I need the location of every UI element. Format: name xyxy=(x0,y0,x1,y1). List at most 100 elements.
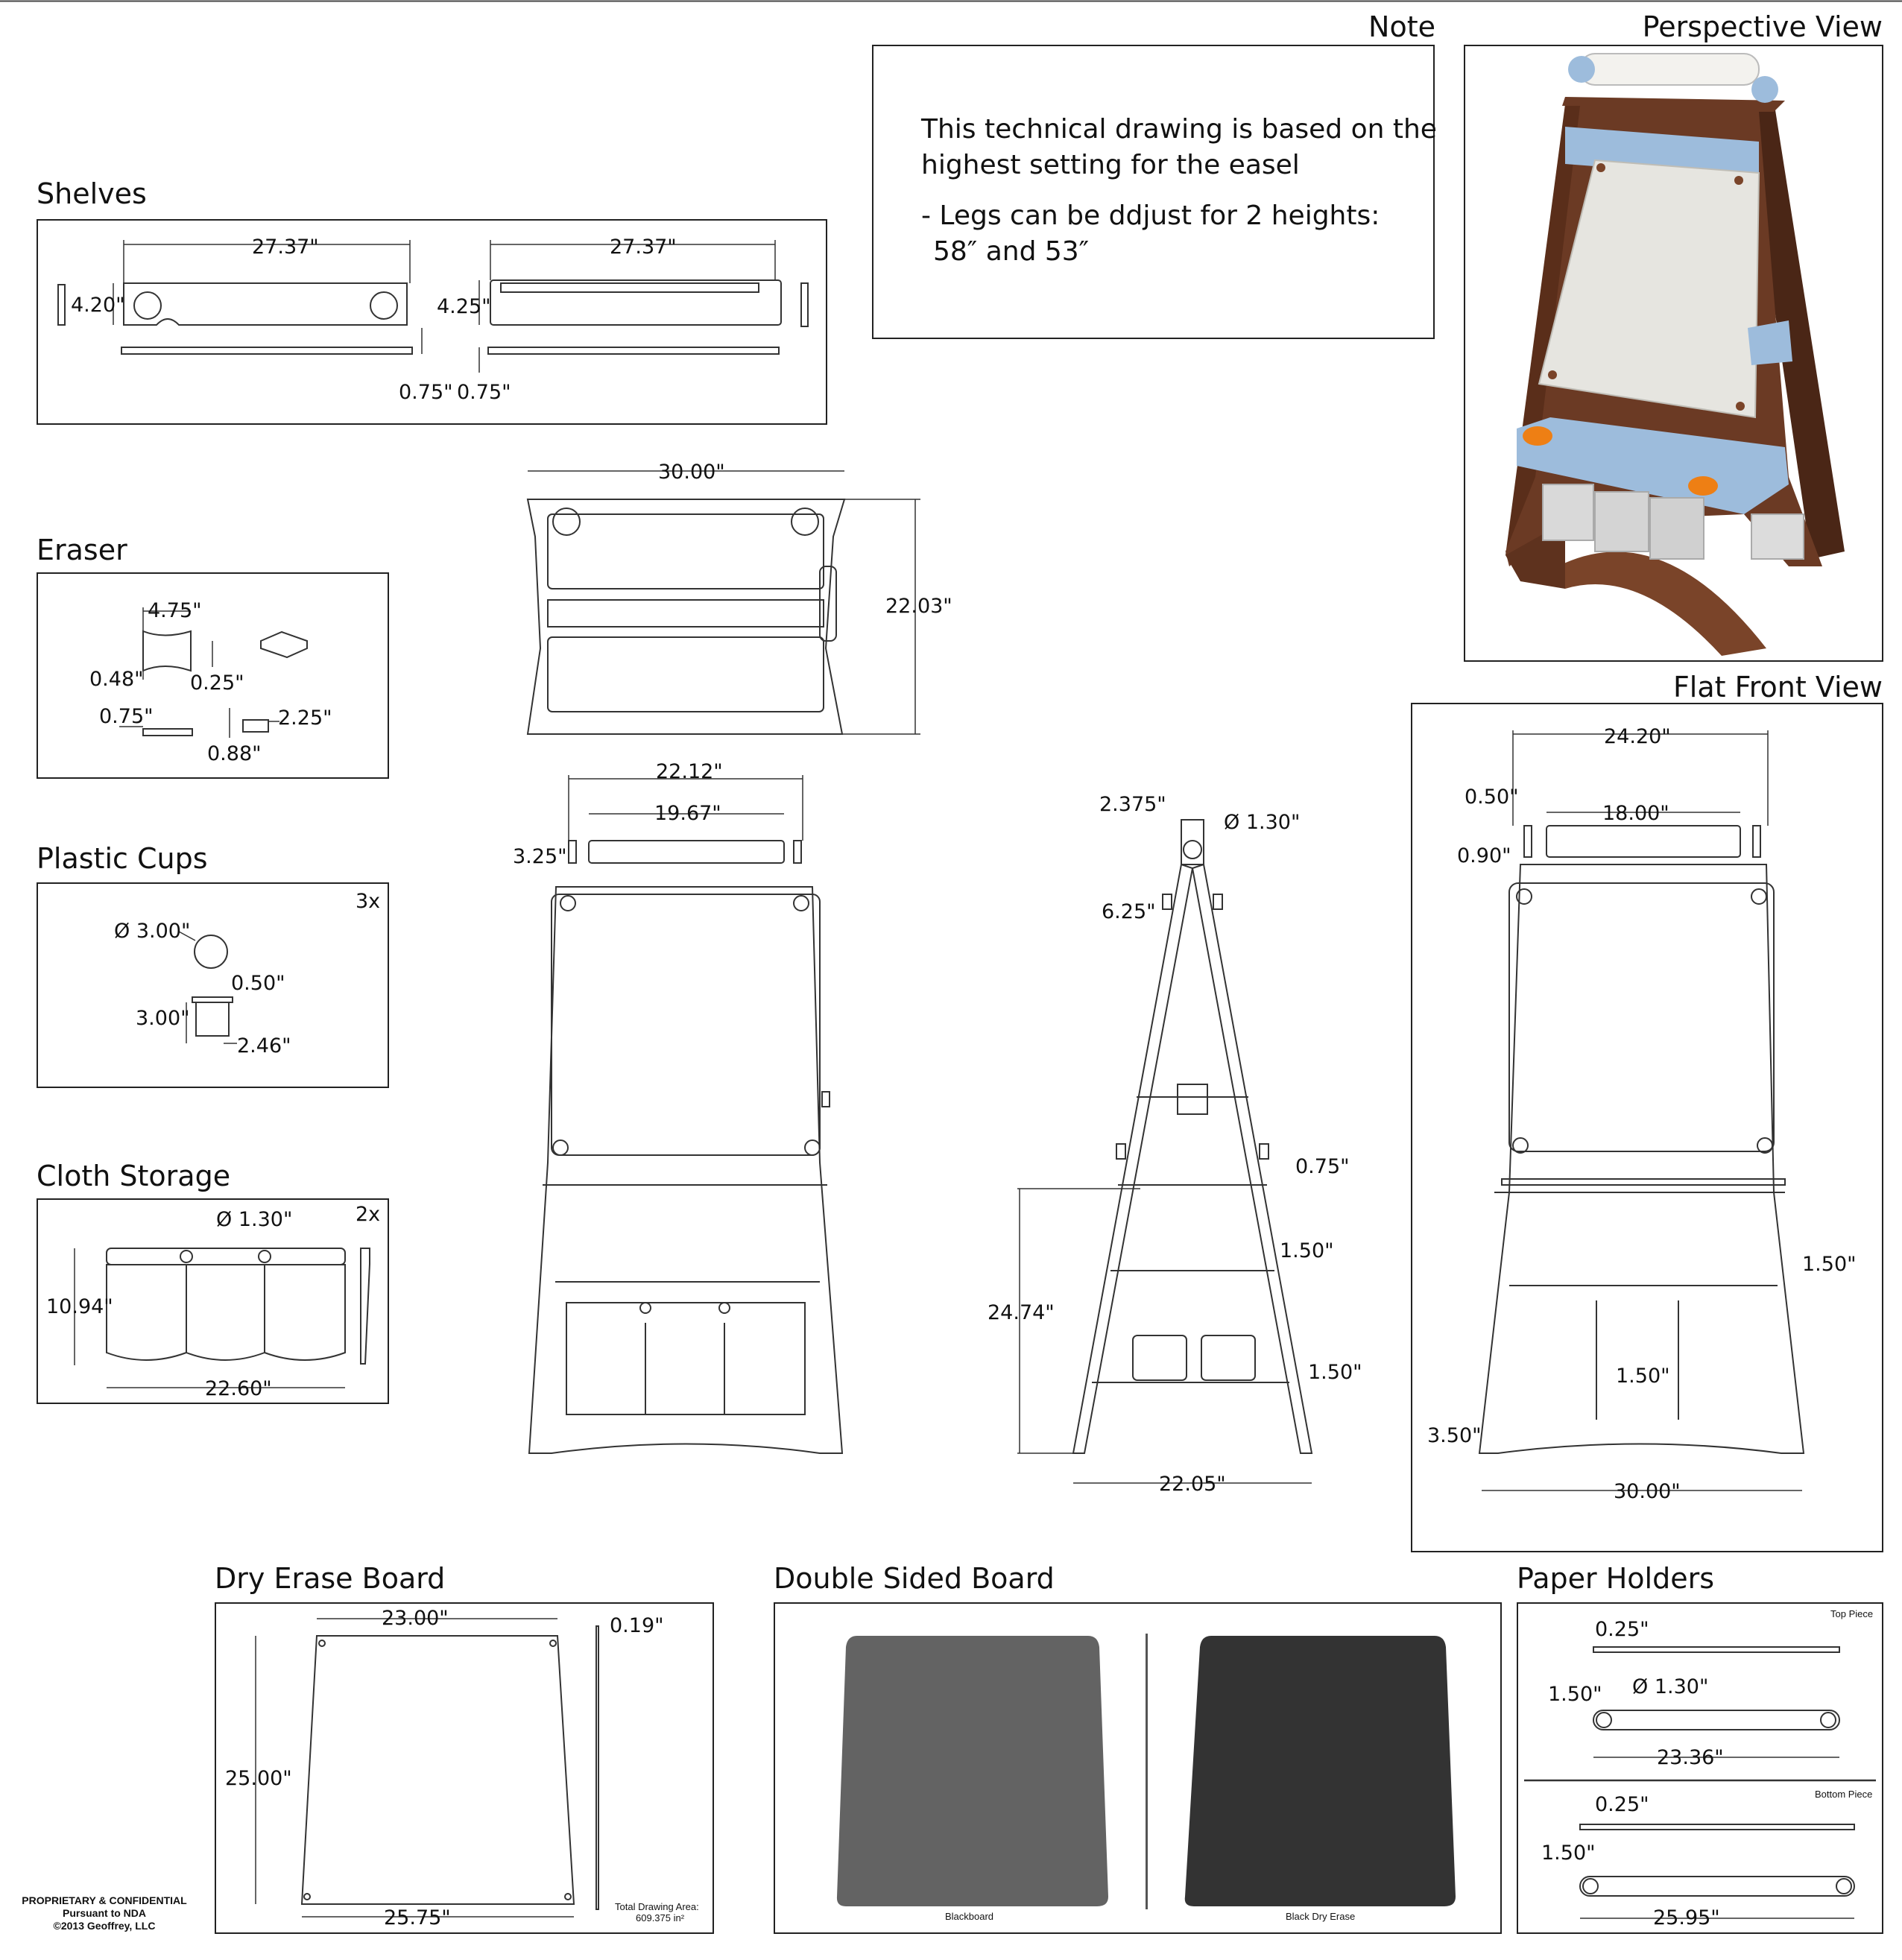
shelf-b-end-piece xyxy=(800,282,809,327)
easel-front-view xyxy=(528,775,844,1454)
shelf-b-outline xyxy=(490,279,782,326)
easel-roll-cap-right xyxy=(1751,76,1778,103)
black-dry-erase-shape xyxy=(1184,1636,1456,1906)
ph-bottom-hole-right xyxy=(1836,1878,1852,1894)
easel-storage-bin-4 xyxy=(1751,513,1804,560)
dim-side-width: 22.05" xyxy=(1159,1473,1226,1496)
easel-board-screw-4 xyxy=(1736,402,1745,411)
shelves-panel xyxy=(37,219,827,425)
dim-de-height: 25.00" xyxy=(225,1767,292,1790)
ff-board xyxy=(1508,882,1775,1152)
double-sided-edge-view xyxy=(1146,1634,1148,1909)
footer-line-3: ©2013 Geoffrey, LLC xyxy=(53,1920,156,1932)
dim-side-hinge: 6.25" xyxy=(1102,900,1156,923)
shelf-a-hole-right xyxy=(370,291,398,320)
cloth-bin-2 xyxy=(186,1264,265,1361)
ff-knob-br xyxy=(1757,1137,1773,1154)
dim-side-b: 1.50" xyxy=(1280,1239,1334,1262)
note-text: This technical drawing is based on the h… xyxy=(921,112,1437,270)
easel-white-board xyxy=(1538,159,1760,419)
dim-cloth-height: 10.94" xyxy=(46,1295,113,1318)
dry-erase-board-outline xyxy=(300,1635,575,1905)
dim-eraser-s2: 2.25" xyxy=(278,706,332,730)
dim-cup-rim: 0.50" xyxy=(231,972,285,995)
cup-body xyxy=(195,1002,230,1037)
dim-cloth-width: 22.60" xyxy=(205,1377,272,1400)
dim-ff-base: 30.00" xyxy=(1614,1480,1681,1503)
ff-roll-bracket-left xyxy=(1523,825,1532,858)
cup-quantity: 3x xyxy=(356,890,380,913)
dim-ph-top-width: 23.36" xyxy=(1657,1746,1724,1769)
note-line-3: - Legs can be ddjust for 2 heights: xyxy=(921,200,1380,231)
front-view-frame xyxy=(528,886,844,1454)
ph-top-piece-body xyxy=(1593,1710,1840,1730)
dim-eraser-height: 0.48" xyxy=(89,668,144,691)
easel-rear-leg-right xyxy=(1744,101,1845,559)
cloth-storage-drawing xyxy=(74,1248,370,1388)
note-panel xyxy=(872,45,1435,339)
eraser-drawing xyxy=(119,607,308,738)
ph-bottom-piece-body xyxy=(1579,1876,1855,1897)
paper-holders-panel xyxy=(1517,1602,1883,1934)
dim-shelf-a-thickness: 0.75" xyxy=(399,381,453,404)
ph-top-piece-edge xyxy=(1593,1646,1840,1653)
dim-side-height: 24.74" xyxy=(988,1301,1055,1324)
cloth-storage-hole-2 xyxy=(258,1250,271,1263)
front-view-bin-hole-1 xyxy=(639,1302,651,1314)
front-view-board-knob-tl xyxy=(560,895,576,911)
front-view-paper-roll xyxy=(588,840,785,864)
shelf-a-hole-left xyxy=(133,291,162,320)
dim-ff-b: 0.90" xyxy=(1457,844,1511,867)
double-sided-drawing xyxy=(836,1634,1456,1909)
cloth-bin-1 xyxy=(106,1264,187,1361)
dry-erase-board-heading: Dry Erase Board xyxy=(215,1562,446,1595)
eraser-3d-sketch xyxy=(260,630,308,659)
plastic-cups-panel xyxy=(37,882,389,1088)
paper-holders-heading: Paper Holders xyxy=(1517,1562,1714,1595)
dim-top-depth: 22.03" xyxy=(885,595,952,618)
easel-storage-bin-2 xyxy=(1594,491,1649,552)
dim-shelf-a-height: 4.20" xyxy=(71,294,125,317)
perspective-easel-illustration xyxy=(1506,53,1845,656)
dim-de-base: 25.75" xyxy=(384,1906,451,1929)
side-view-left-leg xyxy=(1072,863,1194,1454)
front-view-roll-bracket-left xyxy=(568,840,577,864)
side-view-center-block xyxy=(1177,1084,1208,1115)
blackboard-caption: Blackboard xyxy=(945,1911,993,1922)
top-view-lower-tray xyxy=(547,636,824,712)
top-view-roll-knob-right xyxy=(791,508,819,536)
dim-shelf-b-height: 4.25" xyxy=(437,295,491,318)
cloth-storage-side-view xyxy=(360,1248,370,1365)
dim-eraser-width: 4.75" xyxy=(148,599,202,622)
ff-paper-roll xyxy=(1546,825,1741,858)
cloth-storage-hole-1 xyxy=(180,1250,193,1263)
dim-top-width: 30.00" xyxy=(658,461,725,484)
cup-rim xyxy=(192,996,233,1003)
cloth-bin-3 xyxy=(264,1264,346,1361)
dim-ff-a: 0.50" xyxy=(1465,785,1519,809)
dry-erase-screw-4 xyxy=(564,1893,572,1900)
front-view-board-knob-bl xyxy=(552,1139,569,1156)
shelves-drawing xyxy=(57,240,809,373)
top-view-roll-knob-left xyxy=(552,508,581,536)
dry-erase-drawing xyxy=(255,1618,599,1918)
dim-side-diameter: Ø 1.30" xyxy=(1224,811,1300,834)
dim-side-top: 2.375" xyxy=(1099,793,1166,816)
ph-top-hole-left xyxy=(1596,1712,1612,1728)
easel-top-view xyxy=(526,470,920,735)
front-view-bin-group xyxy=(566,1302,806,1415)
side-view-hinge xyxy=(1183,840,1202,859)
side-view-knob-r2 xyxy=(1259,1143,1269,1160)
note-line-1: This technical drawing is based on the xyxy=(921,114,1437,145)
front-view-roll-bracket-right xyxy=(793,840,802,864)
dim-cup-height: 3.00" xyxy=(136,1007,190,1030)
easel-board-screw-3 xyxy=(1548,370,1557,379)
drawing-area-caption-1: Total Drawing Area: xyxy=(615,1901,699,1912)
double-sided-board-heading: Double Sided Board xyxy=(774,1562,1055,1595)
shelves-heading: Shelves xyxy=(37,177,147,210)
eraser-side-view-2 xyxy=(242,719,269,733)
ff-knob-tl xyxy=(1516,888,1532,905)
dim-side-c: 1.50" xyxy=(1308,1361,1362,1384)
easel-board-screw-2 xyxy=(1734,176,1743,185)
